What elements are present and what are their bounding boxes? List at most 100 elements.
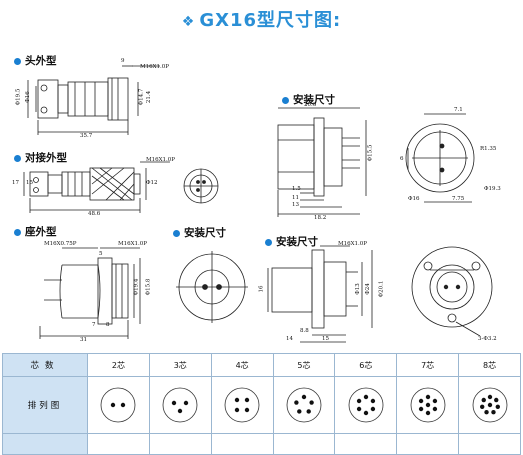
dim-label: 15 — [26, 180, 33, 186]
pin-diagram-cell — [210, 376, 274, 434]
pin-dot — [356, 398, 362, 404]
empty-cell — [210, 433, 274, 455]
dim-label: 18.2 — [314, 215, 327, 221]
dim-label: 16 — [258, 285, 265, 293]
empty-cell — [272, 433, 336, 455]
dim-label: 8 — [106, 322, 110, 328]
bullet-icon — [173, 229, 180, 237]
pin-dot — [309, 400, 314, 405]
pin-diagram-cell — [458, 376, 521, 434]
seat-install-front-view-drawing — [176, 251, 248, 323]
bullet-icon — [282, 96, 289, 104]
pin-diagram-2-core — [101, 387, 136, 423]
pin-diagram-6-core — [348, 387, 384, 423]
dim-label: 9 — [121, 58, 125, 64]
dim-label: 15 — [322, 336, 329, 342]
dim-label: 14 — [286, 336, 293, 342]
dim-label: 13 — [292, 202, 299, 208]
dim-label: Φ14.7 — [138, 88, 145, 106]
section-seat-type: 座外型 — [14, 224, 57, 239]
pin-dot — [370, 398, 375, 404]
pin-socket-outline — [162, 387, 198, 423]
pin-dot — [234, 407, 240, 413]
dim-label: Φ19.5 — [15, 88, 22, 106]
pin-diagram-5-core — [286, 387, 322, 423]
dim-label: 7.1 — [454, 107, 463, 113]
pin-dot — [425, 410, 430, 416]
table-header-row: 芯数 2芯 3芯 4芯 5芯 6芯 7芯 8芯 — [2, 353, 521, 377]
pin-diagram-cell — [272, 376, 336, 434]
diamond-icon: ❖ — [181, 14, 196, 30]
section-dock-type: 对接外型 — [14, 150, 67, 165]
pin-diagram-cell — [148, 376, 212, 434]
pin-dot — [121, 402, 126, 408]
dim-label: 17 — [12, 180, 19, 186]
dim-label: M16X1.0P — [338, 241, 367, 247]
head-type-connector-drawing — [27, 65, 160, 135]
arrangement-header: 排列图 — [2, 376, 88, 434]
dim-label: 48.6 — [88, 211, 101, 217]
dim-label: M16X1.0P — [146, 157, 175, 163]
pin-dot — [425, 394, 430, 400]
pin-diagram-cell — [87, 376, 150, 434]
dim-label: Φ19.3 — [484, 186, 501, 192]
dim-label: 5 — [99, 251, 103, 257]
dim-label: 11 — [292, 195, 299, 201]
dim-label: Φ13 — [354, 283, 361, 295]
pin-socket-outline — [348, 387, 384, 423]
install-bottom-side-view-drawing — [267, 245, 373, 343]
pin-dot — [487, 402, 492, 408]
pin-diagram-8-core — [472, 387, 507, 423]
dim-label: 6 — [400, 156, 404, 162]
table-row — [2, 433, 521, 455]
core-count-cell: 7芯 — [396, 353, 460, 377]
empty-label-cell — [2, 433, 88, 455]
pin-dot — [490, 410, 496, 415]
pin-dot — [356, 406, 362, 412]
pin-arrangement-table: 芯数 2芯 3芯 4芯 5芯 6芯 7芯 8芯 排列图 — [2, 353, 521, 455]
dim-label: M16X1.0P — [140, 64, 169, 70]
pin-dot — [306, 409, 311, 414]
core-count-header: 芯数 — [2, 353, 88, 377]
page-title-text: GX16型尺寸图: — [199, 10, 342, 31]
bullet-icon — [265, 238, 272, 246]
dim-label: Φ24 — [364, 283, 371, 295]
dim-label: Φ15.5 — [367, 144, 374, 162]
dim-label: 31 — [80, 337, 87, 343]
pin-dot — [363, 410, 368, 416]
dim-label: Φ15.8 — [145, 278, 152, 296]
pin-dot — [297, 409, 302, 414]
dim-label: 8.8 — [300, 328, 309, 334]
dim-label: 20.6 — [304, 102, 317, 108]
pin-diagram-4-core — [224, 387, 260, 423]
pin-dot — [244, 407, 250, 413]
pin-socket-outline — [472, 387, 507, 423]
install-top-end-view-drawing — [405, 113, 475, 203]
bullet-icon — [14, 57, 21, 65]
pin-dot — [178, 408, 183, 414]
empty-cell — [87, 433, 150, 455]
dim-label: 3-Φ3.2 — [478, 336, 497, 342]
table-row: 排列图 — [2, 376, 521, 434]
install-bottom-end-view-drawing — [411, 246, 493, 337]
core-count-cell: 8芯 — [458, 353, 521, 377]
core-count-cell: 6芯 — [334, 353, 398, 377]
technical-drawings — [23, 65, 493, 343]
pin-dot — [184, 400, 189, 406]
dim-label: 35.7 — [80, 133, 93, 139]
core-count-cell: 3芯 — [148, 353, 212, 377]
dim-label: Φ20.1 — [378, 280, 385, 298]
pin-dot — [483, 410, 489, 415]
pin-dot — [495, 404, 500, 409]
pin-dot — [172, 400, 177, 406]
pin-dot — [234, 397, 240, 403]
core-count-cell: 2芯 — [87, 353, 150, 377]
bullet-icon — [14, 228, 21, 236]
dim-label: M16X0.75P — [44, 241, 77, 247]
section-install-3: 安装尺寸 — [265, 234, 318, 249]
empty-cell — [148, 433, 212, 455]
bullet-icon — [14, 154, 21, 162]
empty-cell — [396, 433, 460, 455]
install-top-side-view-drawing — [277, 107, 367, 217]
core-count-cell: 5芯 — [272, 353, 336, 377]
